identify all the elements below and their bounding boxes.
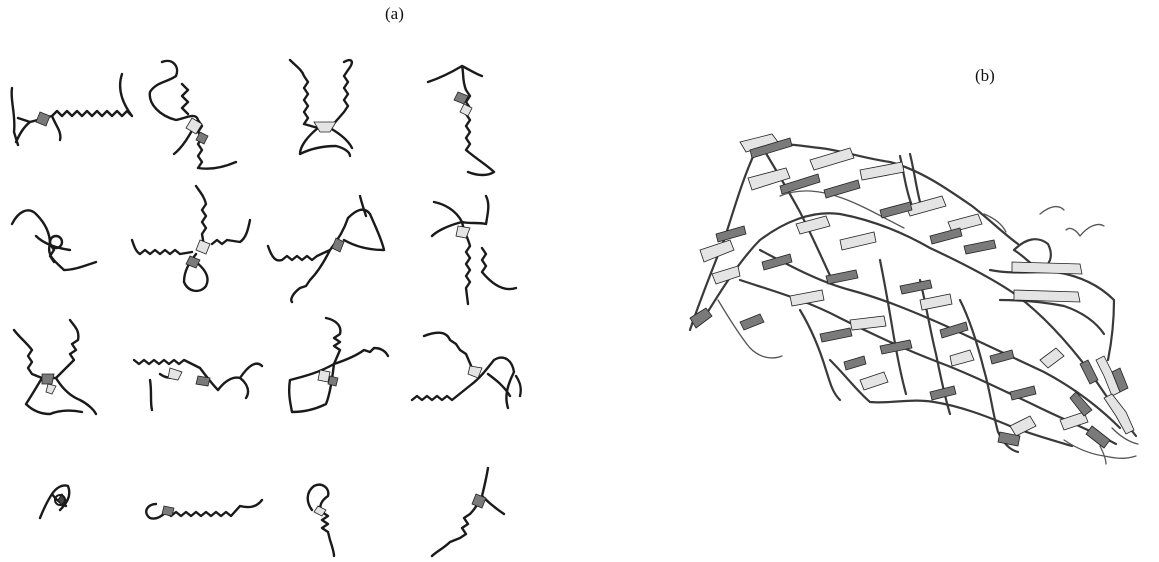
structure-r4-c3 xyxy=(308,485,334,556)
panel-b-ensemble xyxy=(690,134,1138,464)
structure-r3-c2 xyxy=(134,360,262,410)
structure-r2-c1 xyxy=(12,210,96,270)
structure-r3-c4 xyxy=(412,333,521,408)
structure-r3-c3 xyxy=(289,318,388,412)
structure-r1-c4 xyxy=(428,66,494,175)
structure-r4-c1 xyxy=(40,485,69,518)
structure-r3-c1 xyxy=(14,320,96,414)
structure-r1-c2 xyxy=(150,61,236,169)
structure-r2-c4 xyxy=(432,196,516,304)
structure-r4-c2 xyxy=(146,500,262,519)
structure-r2-c2 xyxy=(132,186,250,291)
structure-r2-c3 xyxy=(268,196,384,302)
panel-a-structures xyxy=(12,60,521,556)
structure-r1-c1 xyxy=(12,74,132,145)
structure-r4-c4 xyxy=(432,468,504,556)
structure-r1-c3 xyxy=(290,60,352,156)
